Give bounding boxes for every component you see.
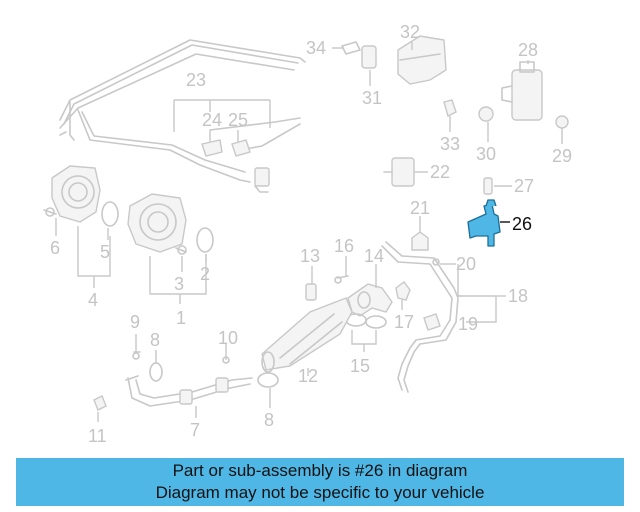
bracket-34	[332, 41, 361, 55]
fitting-25	[231, 139, 251, 157]
callout-19: 19	[458, 314, 478, 334]
bolt-9	[132, 351, 141, 360]
clip-29	[555, 115, 569, 129]
parts-diagram: 23 24 25 34 32 31 28 33 30 29 22 27 21 2…	[43, 22, 572, 446]
bolt-27	[483, 177, 512, 195]
valve-22	[383, 157, 415, 187]
callout-1: 1	[176, 308, 186, 328]
callout-13: 13	[300, 246, 320, 266]
callout-33: 33	[440, 134, 460, 154]
throttle-body-1	[127, 193, 214, 255]
pipe-assembly-18	[381, 241, 459, 393]
callout-5: 5	[100, 242, 110, 262]
callout-26-highlighted: 26	[512, 214, 532, 234]
gasket-8a	[149, 362, 163, 382]
callout-20: 20	[456, 254, 476, 274]
grommet-21	[411, 231, 429, 251]
caption-banner: Part or sub-assembly is #26 in diagram D…	[16, 458, 624, 506]
bolt-16	[334, 275, 349, 284]
egr-cooler-12	[261, 297, 353, 373]
solenoid-28	[501, 61, 543, 121]
clip-33	[443, 99, 457, 118]
caption-line-1: Part or sub-assembly is #26 in diagram	[172, 461, 468, 480]
callout-9: 9	[130, 312, 140, 332]
callout-8a: 8	[150, 330, 160, 350]
callout-25: 25	[228, 110, 248, 130]
callout-29: 29	[552, 146, 572, 166]
bolt-13	[305, 283, 317, 301]
tube-assembly-23	[59, 39, 306, 193]
egr-pipe-7	[125, 375, 253, 407]
callout-8b: 8	[264, 410, 274, 430]
callout-24: 24	[202, 110, 222, 130]
fitting-24	[201, 139, 223, 157]
callout-14: 14	[364, 246, 384, 266]
callout-23: 23	[186, 70, 206, 90]
callout-32: 32	[400, 22, 420, 42]
clip-11	[93, 395, 107, 411]
callout-21: 21	[410, 198, 430, 218]
callout-28: 28	[518, 40, 538, 60]
callout-18: 18	[508, 286, 528, 306]
callout-3: 3	[174, 274, 184, 294]
callout-11: 11	[88, 426, 107, 446]
gasket-8b	[257, 372, 279, 388]
grommet-17	[395, 281, 411, 310]
callout-30: 30	[476, 144, 496, 164]
callout-7: 7	[190, 420, 200, 440]
callout-22: 22	[430, 162, 450, 182]
callout-27: 27	[514, 176, 534, 196]
grommet-31	[361, 45, 377, 86]
hose-30	[478, 106, 494, 122]
callout-6: 6	[50, 238, 60, 258]
callout-17: 17	[394, 312, 414, 332]
callout-10: 10	[218, 328, 238, 348]
caption-line-2: Diagram may not be specific to your vehi…	[155, 483, 485, 502]
callout-labels: 23 24 25 34 32 31 28 33 30 29 22 27 21 2…	[50, 22, 572, 446]
callout-2: 2	[200, 264, 210, 284]
callout-34: 34	[306, 38, 326, 58]
gasket-15	[345, 313, 387, 329]
bracket-26-highlighted	[467, 199, 510, 247]
callout-31: 31	[362, 88, 382, 108]
callout-16: 16	[334, 236, 354, 256]
callout-12: 12	[298, 366, 318, 386]
callout-4: 4	[88, 290, 98, 310]
leader-lines	[55, 42, 563, 422]
bracket-32	[397, 35, 447, 85]
callout-15: 15	[350, 356, 370, 376]
pipe-14	[347, 283, 393, 317]
throttle-body-4	[43, 165, 119, 227]
